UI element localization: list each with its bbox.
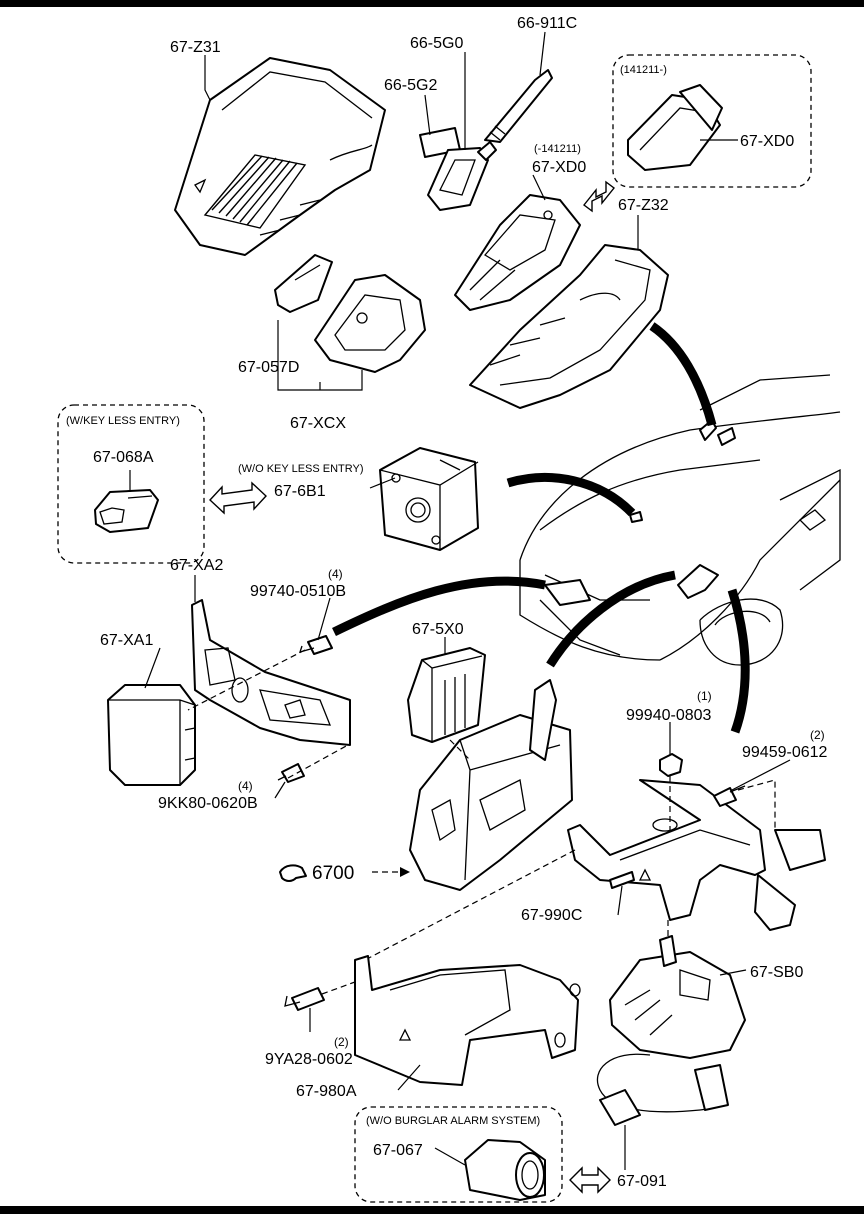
label-9ya28-0602: 9YA28-0602 (265, 1051, 353, 1068)
part-67-057d[interactable] (274, 254, 333, 313)
label-67-xcx: 67-XCX (290, 415, 346, 432)
label-66-5g0: 66-5G0 (410, 35, 463, 52)
part-67-990c[interactable] (567, 779, 826, 931)
variant-box-141211 (612, 54, 812, 188)
bottom-border (0, 1206, 864, 1214)
label-66-5g2: 66-5G2 (384, 77, 437, 94)
part-67-xa1[interactable] (107, 684, 196, 786)
label-67-990c: 67-990C (521, 907, 582, 924)
qty-99459: (2) (810, 728, 825, 742)
part-67-sb0[interactable] (609, 935, 746, 1059)
assembly-line-9ya28 (321, 981, 356, 995)
part-67-z31[interactable] (174, 57, 386, 256)
part-66-5g0[interactable] (427, 141, 497, 211)
interchange-arrow-keyless (209, 481, 267, 515)
label-67-057d: 67-057D (238, 359, 299, 376)
vehicle-outline (519, 374, 841, 666)
note-141211-to: (-141211) (534, 143, 581, 155)
part-67-5x0[interactable] (407, 647, 486, 743)
note-no-keyless: (W/O KEY LESS ENTRY) (238, 463, 364, 475)
pointer-xa2 (332, 576, 546, 637)
pointer-z32 (649, 322, 717, 427)
reference-arrowhead-6700 (400, 867, 410, 877)
label-67-xd0-center: 67-XD0 (532, 159, 586, 176)
label-67-067: 67-067 (373, 1142, 423, 1159)
label-99740-0510b: 99740-0510B (250, 583, 346, 600)
pointing-hand-icon (279, 864, 307, 882)
qty-9kk80: (4) (238, 779, 253, 793)
assembly-line-2 (287, 744, 349, 779)
part-9ya28-0602[interactable] (284, 987, 325, 1011)
label-67-6b1: 67-6B1 (274, 483, 326, 500)
label-67-068a: 67-068A (93, 449, 154, 466)
pointer-sb0 (727, 588, 750, 734)
part-99940-0803[interactable] (659, 753, 683, 777)
label-67-5x0: 67-5X0 (412, 621, 464, 638)
part-66-911c[interactable] (484, 69, 553, 143)
part-67-091[interactable] (596, 1053, 729, 1126)
label-67-980a: 67-980A (296, 1083, 357, 1100)
label-67-xa1: 67-XA1 (100, 632, 153, 649)
note-burglar: (W/O BURGLAR ALARM SYSTEM) (366, 1115, 540, 1127)
label-67-xa2: 67-XA2 (170, 557, 223, 574)
interchange-arrow-burglar (569, 1166, 611, 1194)
label-67-xd0-right: 67-XD0 (740, 133, 794, 150)
label-67-sb0: 67-SB0 (750, 964, 803, 981)
note-141211-from: (141211-) (620, 64, 667, 76)
label-99940-0803: 99940-0803 (626, 707, 712, 724)
label-67-z32: 67-Z32 (618, 197, 669, 214)
top-border (0, 0, 864, 7)
part-67-067[interactable] (464, 1139, 546, 1201)
qty-9ya28: (2) (334, 1035, 349, 1049)
pointer-5x0 (546, 570, 676, 668)
part-67-xd0-center[interactable] (454, 194, 581, 311)
label-67-091: 67-091 (617, 1173, 667, 1190)
part-67-980a[interactable] (354, 955, 581, 1086)
label-9kk80-0620b: 9KK80-0620B (158, 795, 258, 812)
part-99459-0612[interactable] (713, 785, 746, 807)
assembly-line-1 (187, 649, 306, 711)
part-99740-0510b[interactable] (298, 635, 333, 655)
variant-box-keyless (57, 404, 205, 564)
note-keyless: (W/KEY LESS ENTRY) (66, 415, 180, 427)
part-9kk80-0620b[interactable] (277, 763, 305, 783)
pointer-6b1 (506, 473, 636, 517)
leader-lines (129, 31, 791, 1170)
label-67-z31: 67-Z31 (170, 39, 221, 56)
label-99459-0612: 99459-0612 (742, 744, 828, 761)
assembly-line-99459 (737, 779, 776, 830)
part-67-xa2[interactable] (191, 599, 351, 746)
qty-99740: (4) (328, 567, 343, 581)
part-67-z32[interactable] (469, 244, 669, 409)
interchange-arrow-xd0 (583, 180, 615, 213)
part-67-xd0-right[interactable] (627, 84, 723, 171)
part-67-xcx[interactable] (314, 274, 426, 373)
part-6700-fusebox[interactable] (409, 679, 573, 891)
qty-99940: (1) (697, 689, 712, 703)
assembly-line-5x0 (449, 739, 471, 761)
label-66-911c: 66-911C (517, 15, 577, 32)
part-67-068a[interactable] (94, 489, 159, 533)
label-6700: 6700 (312, 863, 354, 884)
part-67-6b1[interactable] (379, 447, 479, 551)
